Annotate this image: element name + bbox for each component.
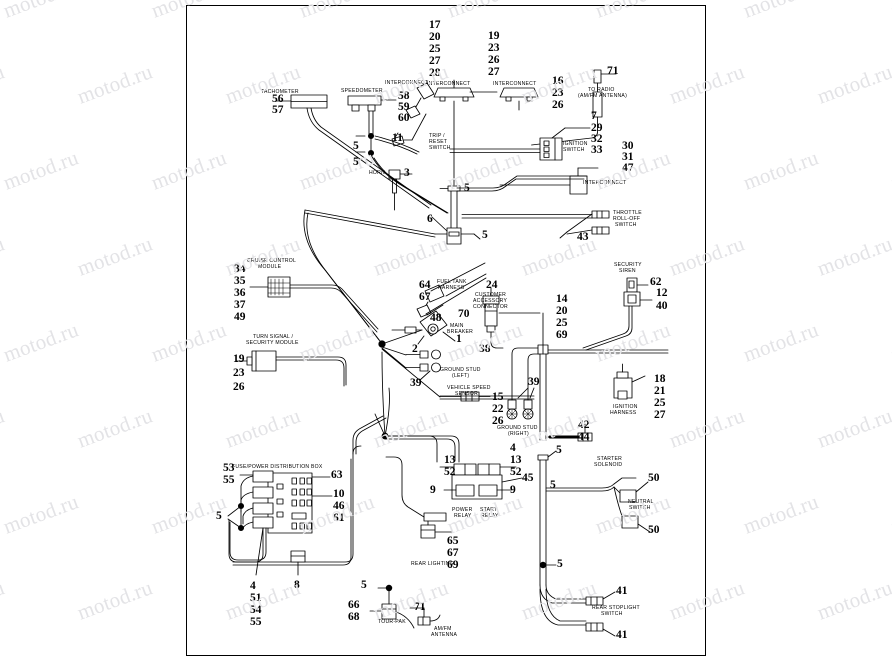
diagram-frame: [186, 5, 706, 656]
